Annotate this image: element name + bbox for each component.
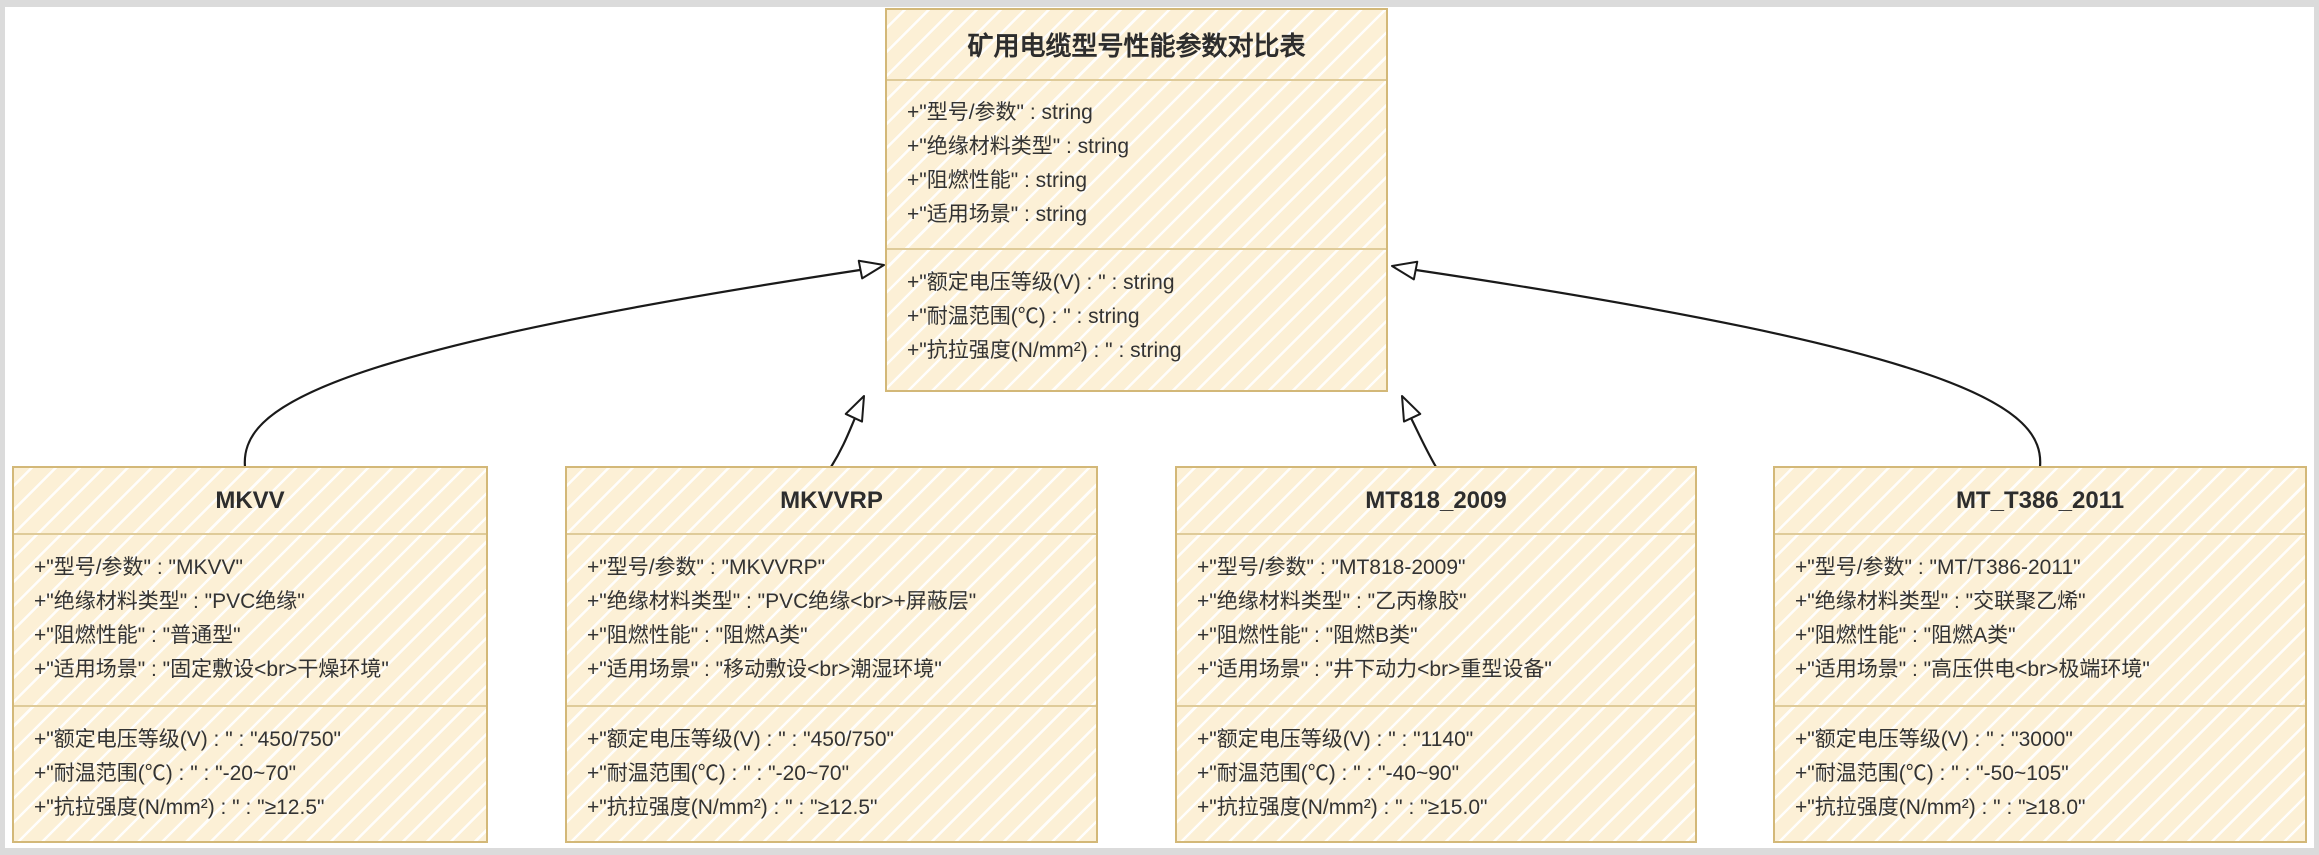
class-title: 矿用电缆型号性能参数对比表 — [887, 10, 1386, 81]
member-line: +"适用场景" : "井下动力<br>重型设备" — [1197, 658, 1552, 681]
class-attributes-section: +"型号/参数" : "MKVVRP" +"绝缘材料类型" : "PVC绝缘<b… — [567, 535, 1096, 707]
hollow-triangle-arrowhead — [844, 395, 865, 423]
class-title: MKVV — [14, 468, 486, 535]
member-line: +"抗拉强度(N/mm²) : " : "≥18.0" — [1795, 796, 2086, 819]
member-line: +"型号/参数" : "MKVVRP" — [587, 556, 826, 579]
edge-mt818-to-parent — [1401, 395, 1437, 468]
member-line: +"抗拉强度(N/mm²) : " : "≥12.5" — [587, 796, 878, 819]
member-line: +"额定电压等级(V) : " : "450/750" — [34, 728, 341, 751]
member-line: +"耐温范围(℃) : " : "-20~70" — [587, 762, 850, 785]
member-line: +"绝缘材料类型" : "交联聚乙烯" — [1795, 590, 2086, 613]
class-attributes-section: +"型号/参数" : "MKVV" +"绝缘材料类型" : "PVC绝缘" +"… — [14, 535, 486, 707]
member-line: +"型号/参数" : "MT/T386-2011" — [1795, 556, 2081, 579]
member-line: +"抗拉强度(N/mm²) : " : string — [907, 339, 1182, 362]
member-line: +"绝缘材料类型" : "PVC绝缘<br>+屏蔽层" — [587, 590, 977, 613]
class-box-mkvvrp: MKVVRP +"型号/参数" : "MKVVRP" +"绝缘材料类型" : "… — [565, 466, 1098, 843]
class-title: MKVVRP — [567, 468, 1096, 535]
member-line: +"阻燃性能" : "阻燃A类" — [587, 624, 808, 647]
member-line: +"耐温范围(℃) : " : "-40~90" — [1197, 762, 1460, 785]
class-methods-section: +"额定电压等级(V) : " : string +"耐温范围(℃) : " :… — [887, 250, 1386, 392]
member-line: +"型号/参数" : "MKVV" — [34, 556, 243, 579]
member-line: +"抗拉强度(N/mm²) : " : "≥12.5" — [34, 796, 325, 819]
member-line: +"额定电压等级(V) : " : "3000" — [1795, 728, 2073, 751]
member-line: +"型号/参数" : "MT818-2009" — [1197, 556, 1466, 579]
member-line: +"绝缘材料类型" : "PVC绝缘" — [34, 590, 305, 613]
edge-mkvv-to-parent — [243, 259, 885, 468]
member-line: +"阻燃性能" : string — [907, 169, 1088, 192]
member-line: +"耐温范围(℃) : " : string — [907, 305, 1140, 328]
class-box-mt818-2009: MT818_2009 +"型号/参数" : "MT818-2009" +"绝缘材… — [1175, 466, 1697, 843]
class-box-parent: 矿用电缆型号性能参数对比表 +"型号/参数" : string +"绝缘材料类型… — [885, 8, 1388, 392]
member-line: +"阻燃性能" : "普通型" — [34, 624, 241, 647]
class-attributes-section: +"型号/参数" : "MT818-2009" +"绝缘材料类型" : "乙丙橡… — [1177, 535, 1695, 707]
edge-mtt386-to-parent — [1391, 260, 2042, 468]
class-attributes-section: +"型号/参数" : "MT/T386-2011" +"绝缘材料类型" : "交… — [1775, 535, 2305, 707]
member-line: +"额定电压等级(V) : " : "450/750" — [587, 728, 894, 751]
member-line: +"绝缘材料类型" : "乙丙橡胶" — [1197, 590, 1467, 613]
member-line: +"适用场景" : "固定敷设<br>干燥环境" — [34, 658, 389, 681]
member-line: +"阻燃性能" : "阻燃B类" — [1197, 624, 1418, 647]
member-line: +"耐温范围(℃) : " : "-50~105" — [1795, 762, 2069, 785]
hollow-triangle-arrowhead — [1391, 260, 1419, 281]
member-line: +"适用场景" : "高压供电<br>极端环境" — [1795, 658, 2150, 681]
edge-mkvvrp-to-parent — [830, 395, 865, 468]
class-title: MT_T386_2011 — [1775, 468, 2305, 535]
class-methods-section: +"额定电压等级(V) : " : "450/750" +"耐温范围(℃) : … — [14, 707, 486, 843]
class-methods-section: +"额定电压等级(V) : " : "1140" +"耐温范围(℃) : " :… — [1177, 707, 1695, 843]
class-box-mt-t386-2011: MT_T386_2011 +"型号/参数" : "MT/T386-2011" +… — [1773, 466, 2307, 843]
hollow-triangle-arrowhead — [1401, 395, 1422, 423]
member-line: +"适用场景" : string — [907, 203, 1088, 226]
class-methods-section: +"额定电压等级(V) : " : "3000" +"耐温范围(℃) : " :… — [1775, 707, 2305, 843]
member-line: +"抗拉强度(N/mm²) : " : "≥15.0" — [1197, 796, 1488, 819]
class-methods-section: +"额定电压等级(V) : " : "450/750" +"耐温范围(℃) : … — [567, 707, 1096, 843]
member-line: +"适用场景" : "移动敷设<br>潮湿环境" — [587, 658, 942, 681]
member-line: +"额定电压等级(V) : " : "1140" — [1197, 728, 1474, 751]
class-attributes-section: +"型号/参数" : string +"绝缘材料类型" : string +"阻… — [887, 81, 1386, 250]
member-line: +"型号/参数" : string — [907, 101, 1093, 124]
member-line: +"阻燃性能" : "阻燃A类" — [1795, 624, 2016, 647]
hollow-triangle-arrowhead — [857, 259, 885, 280]
class-box-mkvv: MKVV +"型号/参数" : "MKVV" +"绝缘材料类型" : "PVC绝… — [12, 466, 488, 843]
member-line: +"额定电压等级(V) : " : string — [907, 271, 1175, 294]
member-line: +"耐温范围(℃) : " : "-20~70" — [34, 762, 297, 785]
class-title: MT818_2009 — [1177, 468, 1695, 535]
member-line: +"绝缘材料类型" : string — [907, 135, 1130, 158]
